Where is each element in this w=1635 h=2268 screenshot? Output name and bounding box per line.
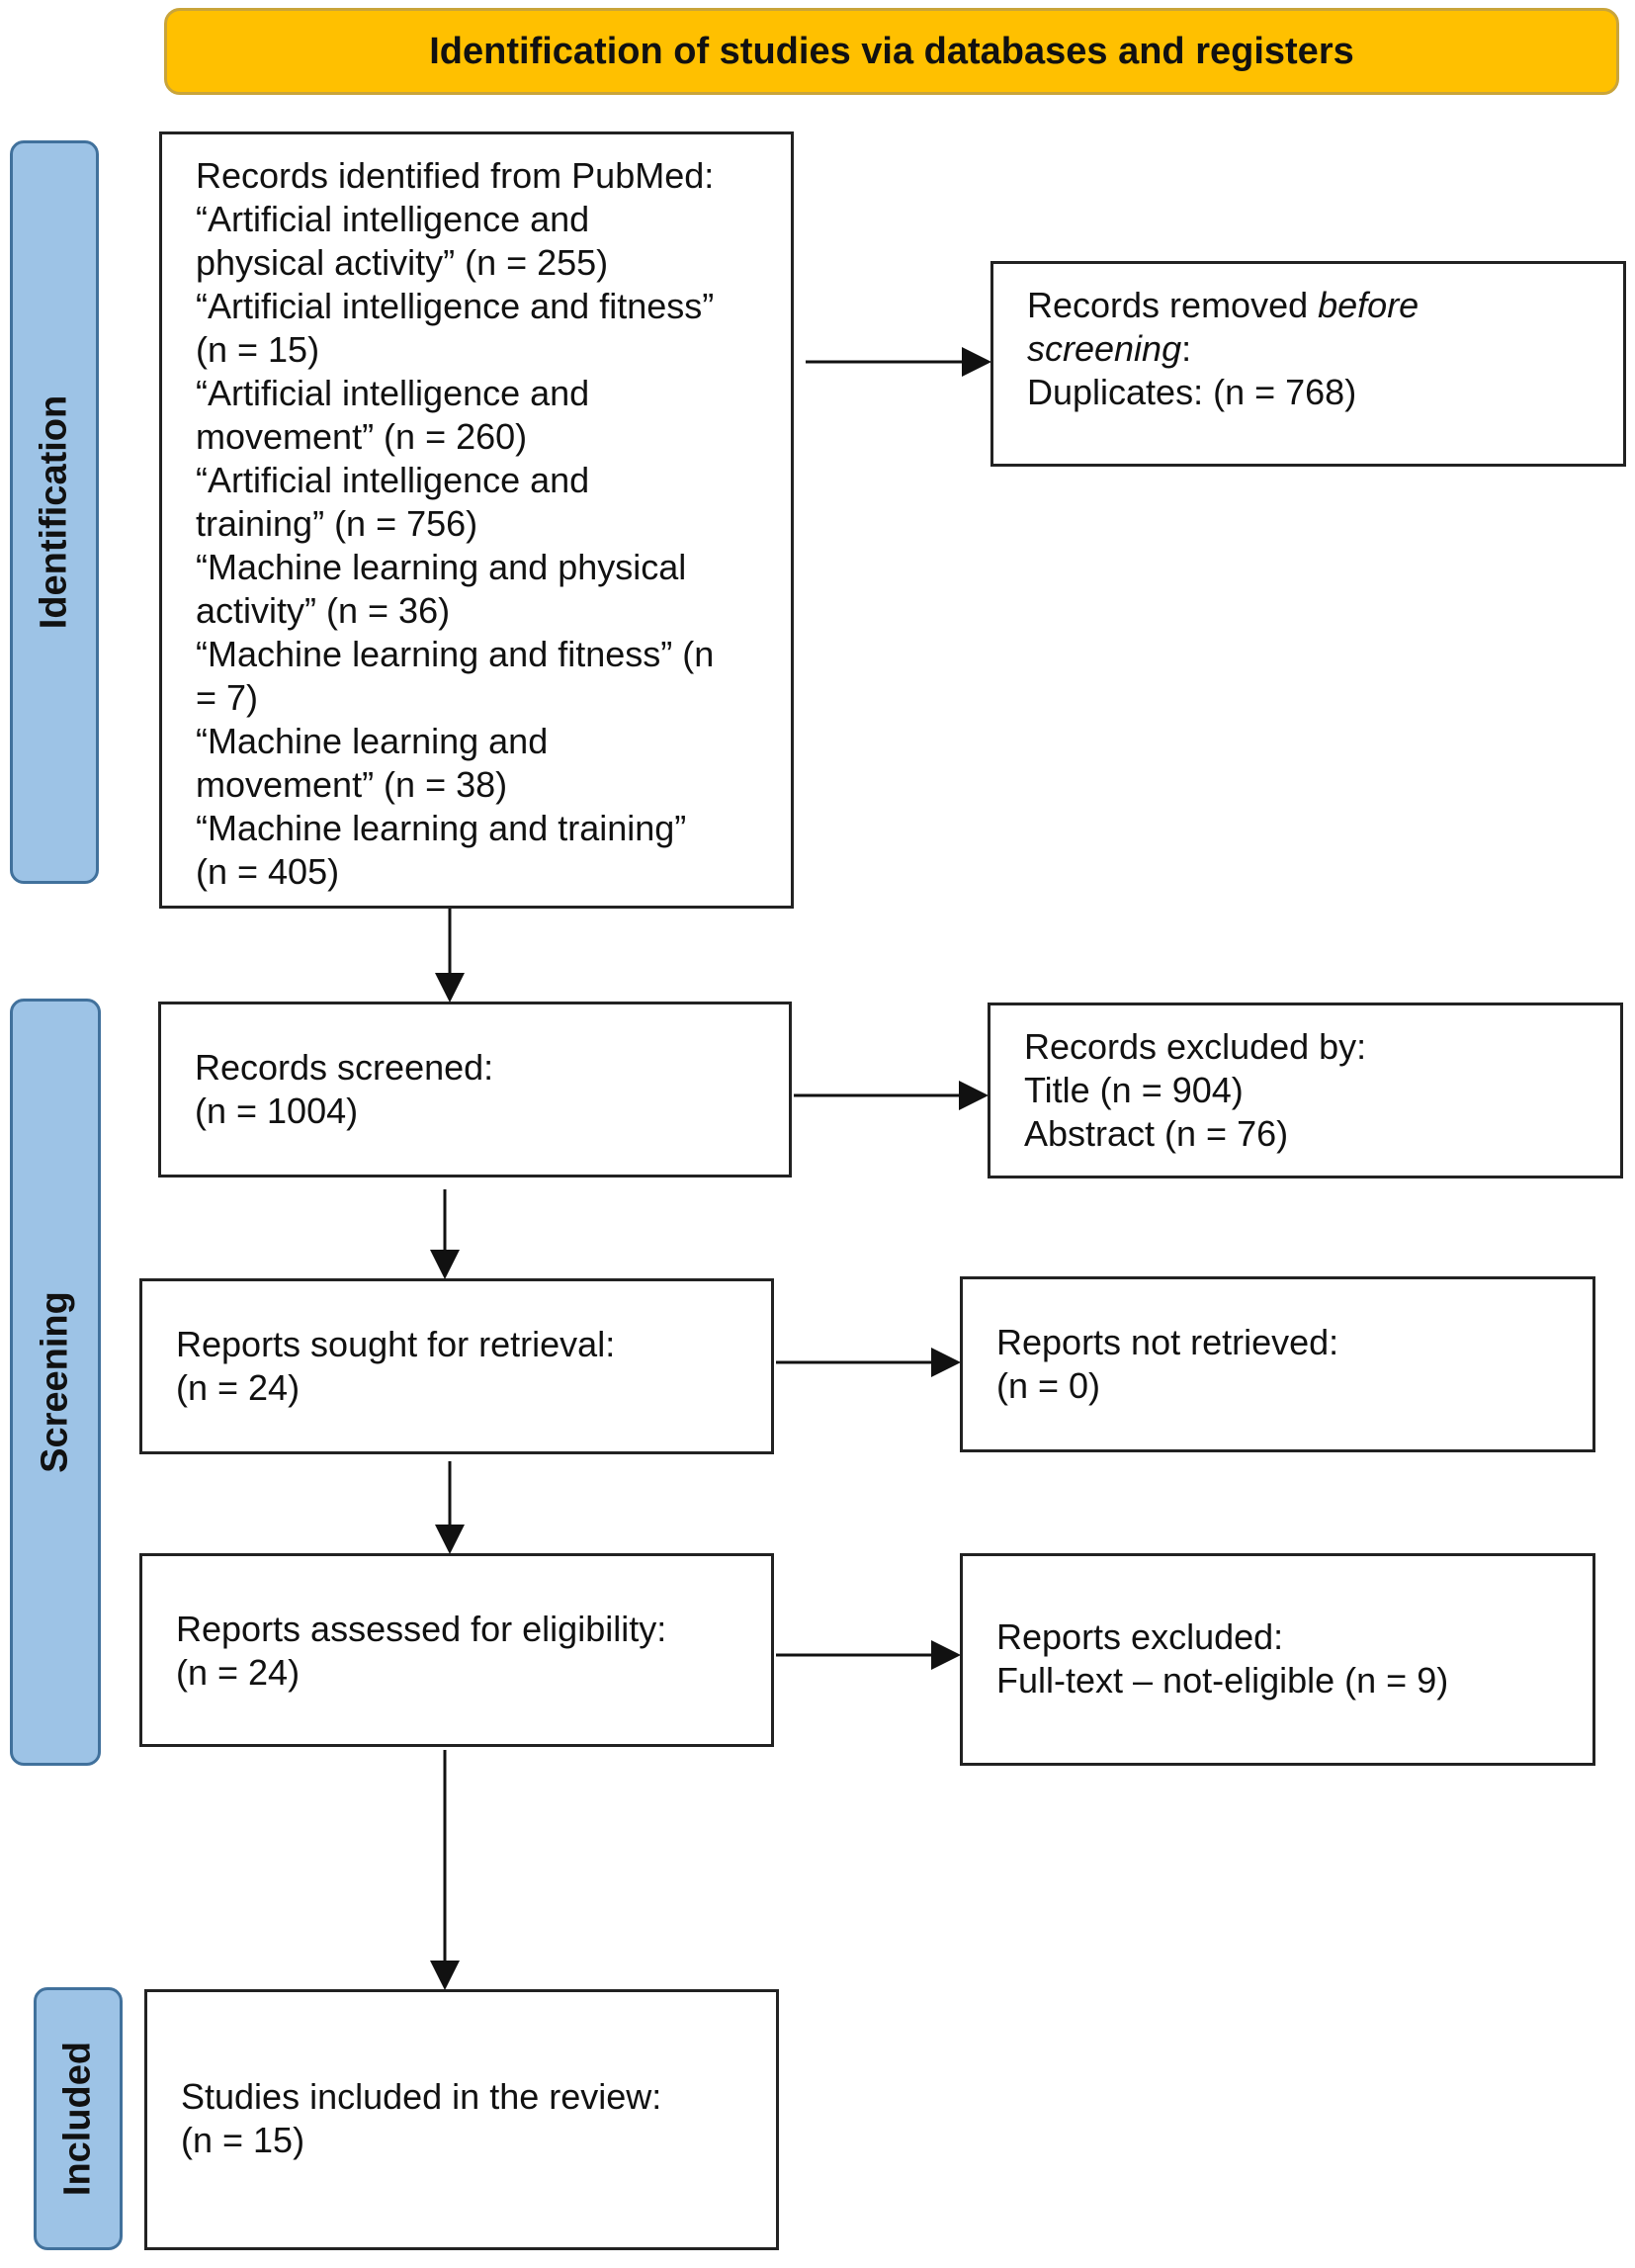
text-line: activity” (n = 36) <box>196 590 451 631</box>
text-line: Reports not retrieved: <box>996 1322 1339 1362</box>
reports-sought-box: Reports sought for retrieval: (n = 24) <box>139 1278 774 1454</box>
reports-excluded-box: Reports excluded: Full-text – not-eligib… <box>960 1553 1595 1766</box>
text-line: Records removed before <box>1027 284 1623 327</box>
text-fragment-italic: screening <box>1027 328 1182 369</box>
text-line: Records excluded by: <box>1024 1026 1367 1067</box>
text-line: “Artificial intelligence and <box>196 373 590 413</box>
text-line: (n = 24) <box>176 1367 301 1408</box>
text-line: movement” (n = 38) <box>196 764 508 805</box>
text-line: Title (n = 904) <box>1024 1070 1244 1110</box>
phase-screening: Screening <box>10 999 101 1766</box>
phase-identification: Identification <box>10 140 99 884</box>
text-line: “Artificial intelligence and <box>196 460 590 500</box>
header-title: Identification of studies via databases … <box>429 30 1354 72</box>
text-line: screening: <box>1027 327 1623 371</box>
text-fragment: Records removed <box>1027 285 1319 325</box>
text-line: “Machine learning and training” <box>196 808 687 848</box>
records-identified-box: Records identified from PubMed: “Artific… <box>159 131 794 909</box>
text-line: “Machine learning and <box>196 721 549 761</box>
text-line: (n = 0) <box>996 1365 1101 1406</box>
text-line: Studies included in the review: <box>181 2076 662 2117</box>
header-banner: Identification of studies via databases … <box>164 8 1619 95</box>
text-line: Abstract (n = 76) <box>1024 1113 1289 1154</box>
studies-included-box: Studies included in the review: (n = 15) <box>144 1989 779 2250</box>
text-line: (n = 24) <box>176 1652 301 1693</box>
reports-not-retrieved-box: Reports not retrieved: (n = 0) <box>960 1276 1595 1452</box>
text-line: Records screened: <box>195 1047 494 1088</box>
text-line: (n = 15) <box>196 329 320 370</box>
text-line: Reports excluded: <box>996 1616 1284 1657</box>
text-line: Reports assessed for eligibility: <box>176 1609 667 1649</box>
text-line: movement” (n = 260) <box>196 416 528 457</box>
text-line: “Machine learning and fitness” (n <box>196 634 715 674</box>
records-removed-box: Records removed before screening: Duplic… <box>990 261 1626 467</box>
text-line: Full-text – not-eligible (n = 9) <box>996 1660 1449 1701</box>
text-fragment: : <box>1181 328 1192 369</box>
text-line: (n = 15) <box>181 2120 305 2160</box>
text-line: Duplicates: (n = 768) <box>1027 372 1357 412</box>
text-line: “Artificial intelligence and <box>196 199 590 239</box>
text-line: Records identified from PubMed: <box>196 155 715 196</box>
text-line: Reports sought for retrieval: <box>176 1324 616 1364</box>
reports-assessed-box: Reports assessed for eligibility: (n = 2… <box>139 1553 774 1747</box>
text-line: = 7) <box>196 677 259 718</box>
text-line: “Machine learning and physical <box>196 547 687 587</box>
text-line: (n = 1004) <box>195 1090 359 1131</box>
text-line: training” (n = 756) <box>196 503 478 544</box>
phase-included: Included <box>34 1987 123 2250</box>
text-line: “Artificial intelligence and fitness” <box>196 286 715 326</box>
records-screened-box: Records screened: (n = 1004) <box>158 1002 792 1178</box>
text-line: (n = 405) <box>196 851 340 892</box>
text-line: physical activity” (n = 255) <box>196 242 609 283</box>
records-excluded-box: Records excluded by: Title (n = 904) Abs… <box>988 1003 1623 1178</box>
text-fragment-italic: before <box>1318 285 1420 325</box>
